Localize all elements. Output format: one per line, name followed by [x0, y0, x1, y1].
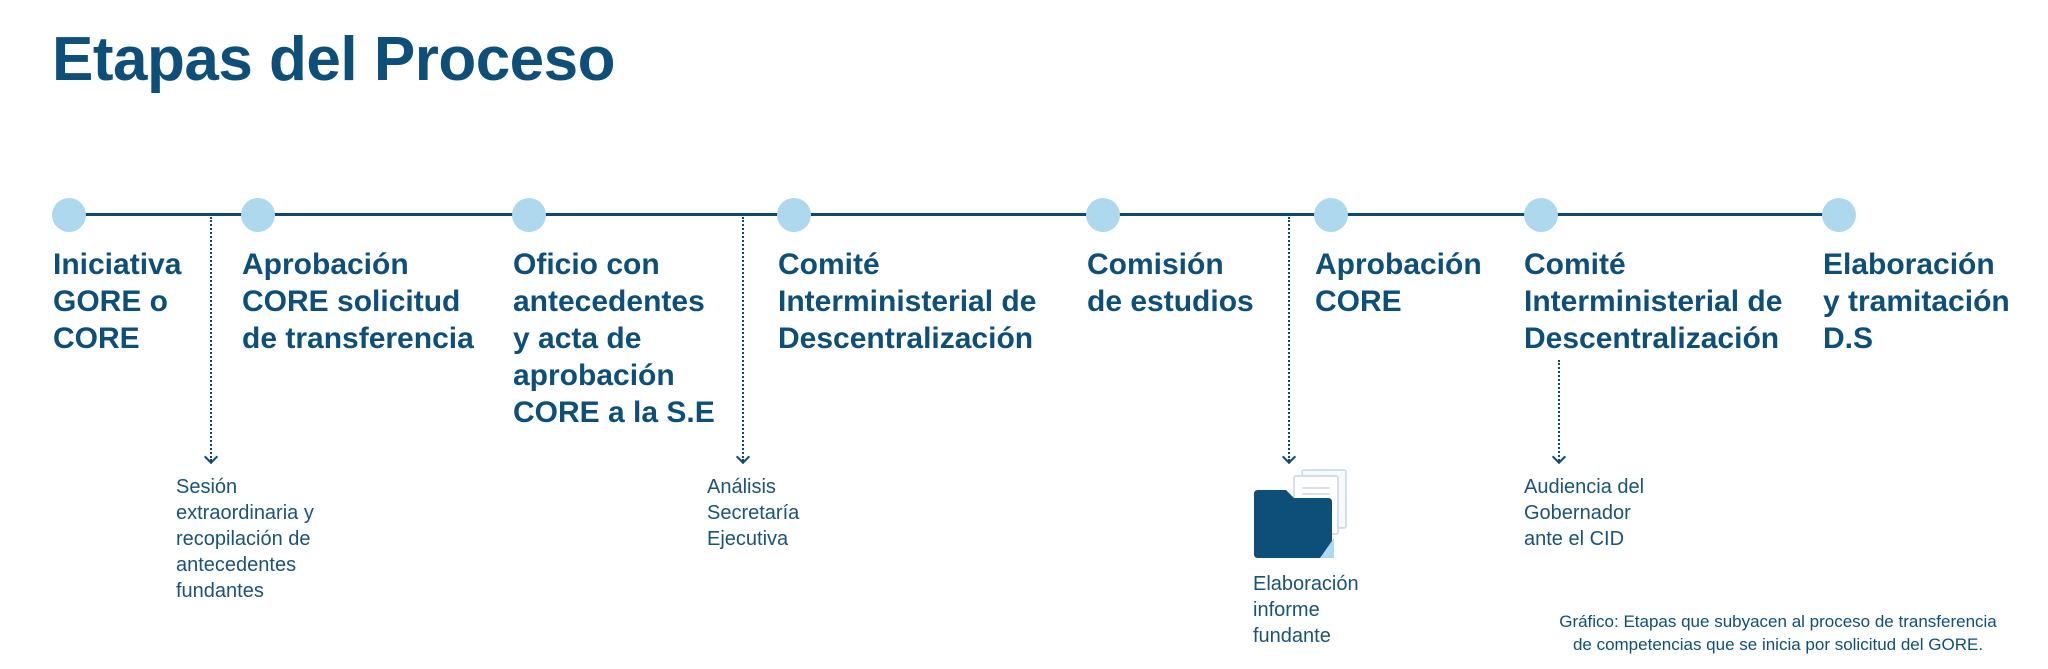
stage-label-2: Aprobación CORE solicitud de transferenc…: [242, 248, 474, 355]
connector-2-arrow: [735, 449, 751, 465]
connector-2: [742, 217, 744, 461]
timeline-node-5: [1086, 198, 1120, 232]
stage-label-5: Comisión de estudios: [1087, 248, 1254, 318]
page-title: Etapas del Proceso: [52, 25, 616, 94]
stage-label-6: Aprobación CORE: [1315, 248, 1482, 318]
connector-1-arrow: [203, 449, 219, 465]
connector-4: [1558, 360, 1560, 461]
sub-step-label-2: Análisis Secretaría Ejecutiva: [707, 476, 800, 550]
stage-label-3: Oficio con antecedentes y acta de aproba…: [513, 248, 715, 429]
sub-step-label-3: Elaboración informe fundante: [1253, 573, 1359, 647]
connector-4-arrow: [1551, 449, 1567, 465]
timeline-node-8: [1822, 198, 1856, 232]
timeline-node-3: [512, 198, 546, 232]
connector-1: [210, 217, 212, 461]
figure-caption: Gráfico: Etapas que subyacen al proceso …: [1559, 612, 1997, 654]
sub-step-label-4: Audiencia del Gobernador ante el CID: [1524, 476, 1645, 550]
stage-label-7: Comité Interministerial de Descentraliza…: [1524, 248, 1783, 355]
timeline-node-6: [1314, 198, 1348, 232]
stage-label-4: Comité Interministerial de Descentraliza…: [778, 248, 1037, 355]
timeline-line: [68, 213, 1840, 216]
timeline-node-2: [241, 198, 275, 232]
timeline-node-7: [1524, 198, 1558, 232]
sub-step-label-1: Sesión extraordinaria y recopilación de …: [176, 476, 314, 602]
folder-document-icon: [1254, 469, 1347, 558]
connector-3-arrow: [1281, 449, 1297, 465]
stage-label-8: Elaboración y tramitación D.S: [1823, 248, 2010, 355]
timeline-node-1: [52, 198, 86, 232]
stage-label-1: Iniciativa GORE o CORE: [53, 248, 182, 355]
connector-3: [1288, 217, 1290, 461]
timeline-node-4: [777, 198, 811, 232]
